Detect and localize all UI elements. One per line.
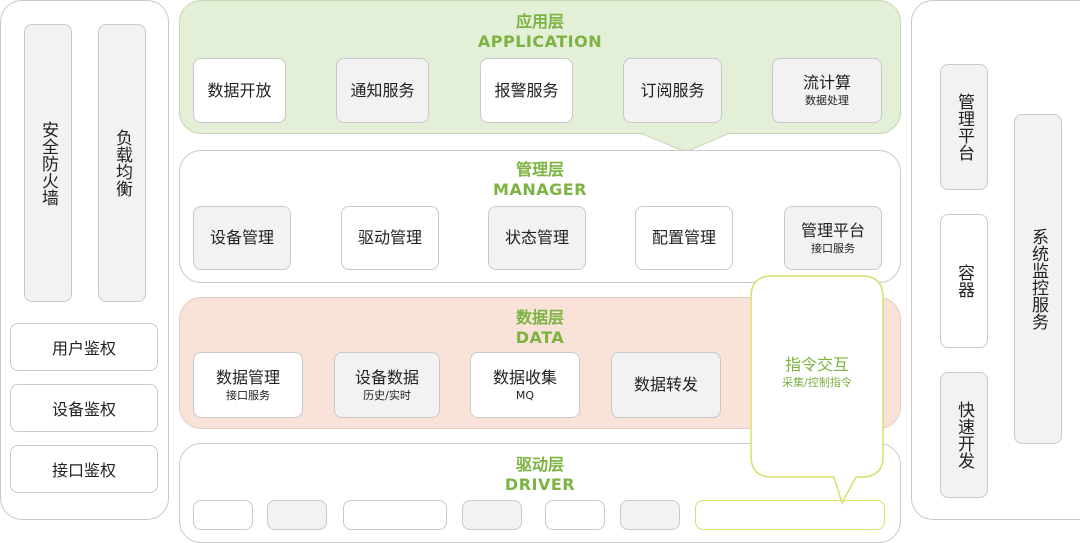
manager-layer-title: 管理层 MANAGER — [179, 160, 901, 200]
application-title-zh: 应用层 — [515, 12, 564, 31]
data-mgmt-box: 数据管理 接口服务 — [193, 352, 303, 418]
data-title-en: DATA — [515, 328, 565, 347]
app-alarm-service-box: 报警服务 — [480, 58, 573, 123]
security-firewall-label: 安全防火墙 — [38, 120, 58, 206]
command-callout-title: 指令交互 — [784, 355, 849, 374]
data-title-zh: 数据层 — [515, 308, 564, 327]
manager-title-zh: 管理层 — [515, 160, 564, 179]
manager-title-en: MANAGER — [493, 180, 587, 199]
data-box-sublabel: MQ — [515, 388, 535, 402]
mgr-platform-box: 管理平台 接口服务 — [784, 206, 882, 270]
system-monitor-pillar: 系统监控服务 — [1014, 114, 1062, 444]
data-box-label: 数据转发 — [633, 375, 698, 394]
command-callout-shape — [750, 275, 884, 505]
app-box-sublabel: 数据处理 — [805, 94, 849, 107]
mgr-box-label: 设备管理 — [209, 228, 274, 247]
mgr-config-mgmt-box: 配置管理 — [635, 206, 733, 270]
app-stream-compute-box: 流计算 数据处理 — [772, 58, 882, 123]
driver-title-en: DRIVER — [504, 475, 576, 494]
driver-box — [193, 500, 253, 530]
mgr-box-label: 管理平台 — [800, 220, 865, 240]
mgr-box-label: 配置管理 — [651, 228, 716, 247]
container-label: 容器 — [954, 264, 974, 298]
mgmt-platform-label: 管理平台 — [954, 93, 974, 161]
data-collect-box: 数据收集 MQ — [470, 352, 580, 418]
data-device-data-box: 设备数据 历史/实时 — [334, 352, 440, 418]
mgr-box-sublabel: 接口服务 — [811, 241, 855, 255]
data-box-label: 设备数据 — [354, 367, 419, 387]
app-data-open-box: 数据开放 — [193, 58, 286, 123]
system-monitor-label: 系统监控服务 — [1028, 228, 1048, 330]
load-balancing-label: 负载均衡 — [112, 129, 132, 197]
security-firewall-pillar: 安全防火墙 — [24, 24, 72, 302]
data-box-sublabel: 历史/实时 — [363, 388, 411, 402]
rapid-dev-pillar: 快速开发 — [940, 372, 988, 498]
interface-auth-box: 接口鉴权 — [10, 445, 158, 493]
mgr-box-label: 驱动管理 — [357, 228, 422, 247]
app-box-label: 订阅服务 — [640, 80, 705, 100]
load-balancing-pillar: 负载均衡 — [98, 24, 146, 302]
driver-box — [462, 500, 522, 530]
app-box-label: 流计算 — [802, 73, 851, 92]
driver-title-zh: 驱动层 — [515, 455, 564, 474]
app-box-label: 报警服务 — [494, 80, 559, 100]
command-callout: 指令交互 采集/控制指令 — [752, 355, 882, 391]
data-box-sublabel: 接口服务 — [226, 388, 270, 402]
rapid-dev-label: 快速开发 — [954, 401, 974, 469]
data-layer-title: 数据层 DATA — [179, 308, 901, 348]
data-box-label: 数据收集 — [492, 367, 557, 387]
application-layer-title: 应用层 APPLICATION — [179, 12, 901, 52]
container-pillar: 容器 — [940, 214, 988, 348]
data-box-label: 数据管理 — [215, 367, 280, 387]
app-box-label: 数据开放 — [207, 80, 272, 100]
user-auth-box: 用户鉴权 — [10, 323, 158, 371]
mgr-box-label: 状态管理 — [504, 228, 569, 247]
driver-box — [620, 500, 680, 530]
data-forward-box: 数据转发 — [611, 352, 721, 418]
app-box-label: 通知服务 — [350, 80, 415, 100]
command-callout-sub: 采集/控制指令 — [782, 376, 852, 389]
application-title-en: APPLICATION — [477, 32, 603, 51]
app-notify-service-box: 通知服务 — [336, 58, 429, 123]
mgr-device-mgmt-box: 设备管理 — [193, 206, 291, 270]
device-auth-box: 设备鉴权 — [10, 384, 158, 432]
driver-box — [267, 500, 327, 530]
mgr-status-mgmt-box: 状态管理 — [488, 206, 586, 270]
driver-layer-title: 驱动层 DRIVER — [179, 455, 901, 495]
driver-box — [545, 500, 605, 530]
driver-box — [343, 500, 447, 530]
mgr-driver-mgmt-box: 驱动管理 — [341, 206, 439, 270]
app-subscribe-service-box: 订阅服务 — [623, 58, 722, 123]
mgmt-platform-pillar: 管理平台 — [940, 64, 988, 190]
